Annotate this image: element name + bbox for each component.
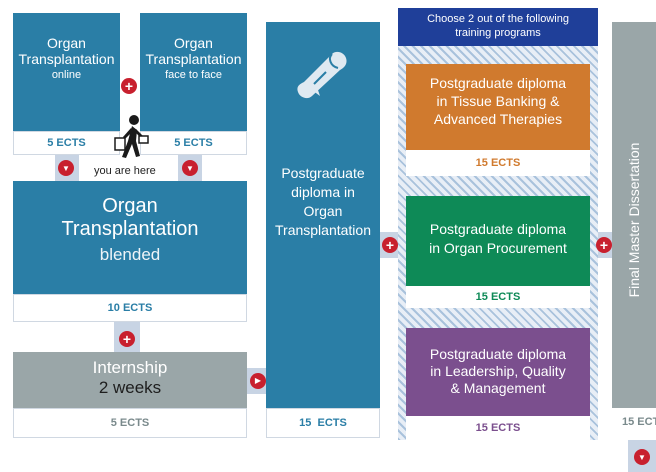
dissertation-ects: 15 ECT (622, 416, 656, 428)
blended-ects: 10 ECTS (107, 302, 153, 314)
program-leadership-ects-box: 15 ECTS (406, 416, 590, 440)
program-leadership-title: Postgraduate diploma in Leadership, Qual… (406, 346, 590, 396)
internship-title-line1: Internship (92, 358, 168, 377)
program-tissue-ects: 15 ECTS (475, 157, 521, 169)
blended-title-line2: Transplantation (61, 218, 199, 240)
plus-icon-blended-internship: + (119, 331, 135, 347)
online-title-line2: Transplantation (18, 51, 115, 68)
pgd-ects: 15 ECTS (299, 417, 347, 429)
pgd-organ-title: Postgraduate diploma in Organ Transplant… (266, 164, 380, 240)
internship-ects: 5 ECTS (110, 417, 150, 429)
internship-card[interactable]: Internship 2 weeks (13, 352, 247, 408)
face-title: Organ Transplantation face to face (140, 35, 247, 82)
pgd-organ-transplantation-card[interactable]: Postgraduate diploma in Organ Transplant… (266, 22, 380, 408)
online-subtitle: online (51, 69, 82, 82)
face-title-line2: Transplantation (145, 51, 242, 68)
online-card[interactable]: Organ Transplantation online (13, 13, 120, 131)
program-tissue-title: Postgraduate diploma in Tissue Banking &… (406, 74, 590, 129)
choose-header: Choose 2 out of the following training p… (398, 8, 598, 46)
program-procurement-ects: 15 ECTS (475, 291, 521, 303)
pgd-ects-box: 15 ECTS (266, 408, 380, 438)
face-title-line1: Organ (174, 35, 213, 51)
blended-subtitle: blended (99, 245, 161, 264)
internship-ects-box: 5 ECTS (13, 408, 247, 438)
program-leadership-line3: & Management (450, 379, 546, 396)
arrow-right-icon-internship: ▶ (250, 373, 266, 389)
program-procurement-line1: Postgraduate diploma (429, 221, 567, 237)
program-leadership-ects: 15 ECTS (475, 422, 521, 434)
program-tissue-line1: Postgraduate diploma (429, 75, 567, 91)
plus-icon-programs-dissertation: + (596, 237, 612, 253)
choose-line2: training programs (455, 27, 541, 40)
blended-ects-box: 10 ECTS (13, 294, 247, 322)
blended-title-line1: Organ (102, 195, 158, 217)
program-procurement-ects-box: 15 ECTS (406, 286, 590, 308)
program-tissue-banking-card[interactable]: Postgraduate diploma in Tissue Banking &… (406, 64, 590, 150)
dissertation-ects-box: 15 ECT (612, 408, 656, 438)
pgd-title-line1: Postgraduate (281, 165, 365, 181)
program-tissue-line2: in Tissue Banking & (436, 93, 560, 110)
arrow-down-icon-left: ▼ (58, 160, 74, 176)
dissertation-title: Final Master Dissertation (626, 142, 642, 298)
choose-line1: Choose 2 out of the following (427, 13, 569, 25)
pgd-title-line4: Transplantation (275, 221, 371, 238)
internship-title: Internship 2 weeks (13, 358, 247, 397)
program-organ-procurement-card[interactable]: Postgraduate diploma in Organ Procuremen… (406, 196, 590, 286)
you-are-here-label: you are here (94, 165, 156, 177)
program-leadership-card[interactable]: Postgraduate diploma in Leadership, Qual… (406, 328, 590, 416)
walking-person-icon (114, 115, 149, 158)
program-tissue-ects-box: 15 ECTS (406, 150, 590, 176)
program-tissue-line3: Advanced Therapies (433, 111, 563, 128)
blended-card[interactable]: Organ Transplantation blended (13, 181, 247, 294)
diploma-scroll-icon (297, 51, 347, 99)
online-title-line1: Organ (47, 35, 86, 51)
program-leadership-line2: in Leadership, Quality (430, 362, 566, 379)
plus-icon-online-face: + (121, 78, 137, 94)
online-title: Organ Transplantation online (13, 35, 120, 82)
face-ects-box: 5 ECTS (140, 131, 247, 155)
choose-text: Choose 2 out of the following training p… (398, 8, 598, 41)
internship-title-line2: 2 weeks (98, 377, 162, 397)
program-leadership-line1: Postgraduate diploma (429, 346, 567, 362)
final-dissertation-card[interactable]: Final Master Dissertation (612, 22, 656, 408)
blended-title: Organ Transplantation blended (13, 195, 247, 265)
program-procurement-line2: in Organ Procurement (429, 239, 567, 256)
pgd-title-line3: Organ (303, 202, 343, 219)
pgd-title-line2: diploma in (291, 183, 355, 200)
face-subtitle: face to face (165, 69, 222, 82)
plus-icon-pgd-programs: + (382, 237, 398, 253)
arrow-down-icon-dissertation: ▼ (634, 449, 650, 465)
program-procurement-title: Postgraduate diploma in Organ Procuremen… (406, 220, 590, 258)
arrow-down-icon-right: ▼ (182, 160, 198, 176)
online-ects-box: 5 ECTS (13, 131, 120, 155)
face-to-face-card[interactable]: Organ Transplantation face to face (140, 13, 247, 131)
online-ects: 5 ECTS (47, 137, 86, 149)
face-ects: 5 ECTS (174, 137, 213, 149)
